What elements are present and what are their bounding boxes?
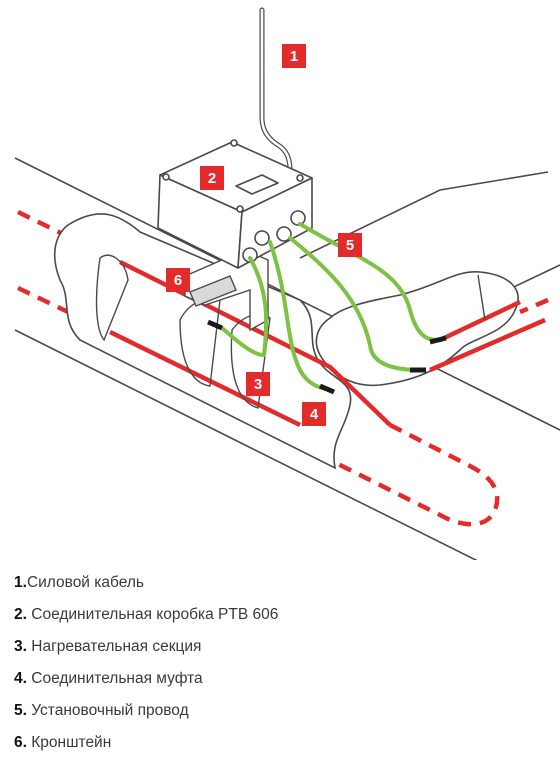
callout-badge-3: 3	[246, 372, 270, 396]
legend-label: Соединительная муфта	[31, 670, 203, 687]
legend-item-installation-wire: 5. Установочный провод	[14, 700, 544, 732]
legend-label: Установочный провод	[31, 702, 189, 719]
callout-badge-1: 1	[282, 44, 306, 68]
callout-number-1: 1	[290, 48, 298, 65]
callout-badge-6: 6	[166, 268, 190, 292]
legend-item-power-cable: 1.Силовой кабель	[14, 572, 544, 604]
legend-number: 6.	[14, 734, 27, 751]
legend-item-connection-sleeve: 4. Соединительная муфта	[14, 668, 544, 700]
legend-number: 4.	[14, 670, 27, 687]
legend-label: Силовой кабель	[26, 574, 144, 591]
power-cable	[259, 7, 293, 173]
callout-number-6: 6	[174, 272, 182, 289]
junction-box	[157, 139, 313, 269]
callout-number-2: 2	[208, 170, 216, 187]
callout-number-3: 3	[254, 376, 262, 393]
pipe-insulation-wrap	[53, 213, 352, 470]
legend-item-junction-box: 2. Соединительная коробка PTB 606	[14, 604, 544, 636]
legend-label: Кронштейн	[31, 734, 112, 751]
callout-badge-2: 2	[200, 166, 224, 190]
legend-number: 2.	[14, 606, 27, 623]
legend-item-bracket: 6. Кронштейн	[14, 732, 544, 764]
legend-label: Нагревательная секция	[31, 638, 202, 655]
clamp-bands	[95, 254, 486, 409]
pipe-heating-installation-diagram: 1 2 3 4 5 6	[14, 7, 560, 560]
callout-badge-5: 5	[338, 233, 362, 257]
legend-number: 1.	[14, 574, 27, 591]
callout-badge-4: 4	[302, 402, 326, 426]
bracket	[184, 249, 269, 332]
callout-number-5: 5	[346, 237, 354, 254]
legend-item-heating-section: 3. Нагревательная секция	[14, 636, 544, 668]
legend-number: 5.	[14, 702, 27, 719]
legend-label: Соединительная коробка PTB 606	[31, 606, 279, 623]
connection-sleeves	[207, 319, 447, 395]
legend-number: 3.	[14, 638, 27, 655]
legend-list: 1.Силовой кабель 2. Соединительная короб…	[14, 572, 544, 764]
callout-number-4: 4	[310, 406, 319, 423]
